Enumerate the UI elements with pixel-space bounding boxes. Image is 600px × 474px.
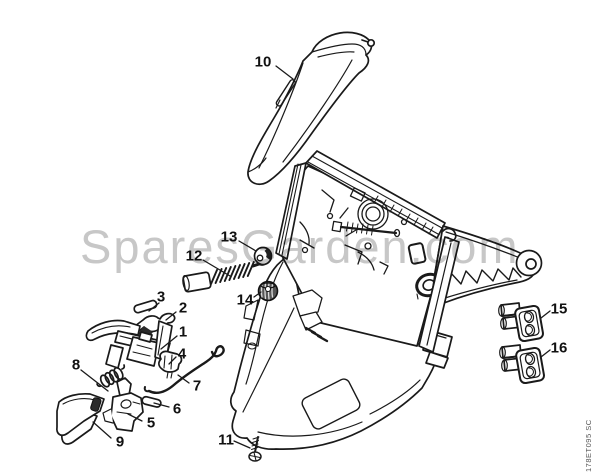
callout-12: 12 [185, 247, 203, 265]
part-9-lockout-lever [56, 392, 105, 445]
part-11-screw [248, 436, 262, 462]
part-5-trigger-bracket [102, 377, 144, 432]
part-15-contact-spring [498, 302, 544, 343]
callout-14: 14 [236, 291, 254, 309]
callout-10: 10 [254, 53, 272, 71]
callout-13: 13 [220, 228, 238, 246]
part-8-spring [96, 364, 126, 388]
part-6-pin [141, 395, 162, 408]
callout-8: 8 [71, 356, 81, 374]
tank-housing-body [230, 254, 439, 450]
main-housing-assembly [230, 150, 543, 450]
callout-2: 2 [178, 299, 188, 317]
part-14-spring-insert [257, 280, 279, 302]
part-10-handle-molding [247, 31, 376, 185]
part-16-contact-spring [498, 344, 546, 385]
callout-9: 9 [115, 433, 125, 451]
part-7-throttle-rod [143, 345, 225, 394]
part-3-pin [133, 299, 158, 314]
callout-16: 16 [550, 339, 568, 357]
callout-6: 6 [172, 400, 182, 418]
watermark: SparesGarden.com [80, 220, 520, 273]
callout-leader-lines [80, 65, 551, 449]
callout-5: 5 [146, 414, 156, 432]
drawing-code: 178ET095 SC [584, 419, 593, 472]
tank-label-patch [301, 378, 361, 430]
callout-1: 1 [178, 323, 188, 341]
callout-7: 7 [192, 377, 202, 395]
brake-lever-blade [418, 227, 460, 353]
callout-4: 4 [177, 345, 187, 363]
part-13-grommet [253, 246, 273, 266]
callout-15: 15 [550, 300, 568, 318]
callout-11: 11 [218, 431, 234, 449]
callout-3: 3 [156, 288, 166, 306]
